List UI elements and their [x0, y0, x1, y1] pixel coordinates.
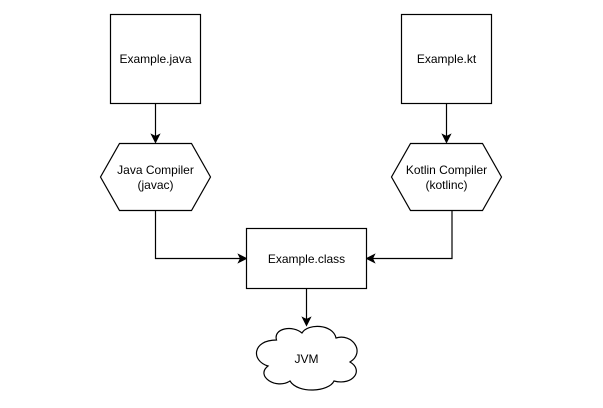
kotlin-compiler-label-line2: (kotlinc) [425, 178, 467, 192]
java-compiler-label-line1: Java Compiler [117, 163, 194, 177]
class-file-node: Example.class [245, 227, 368, 290]
class-file-label: Example.class [268, 252, 345, 266]
edge-kotlin-source-to-kotlin-compiler [441, 104, 452, 144]
edge-class-file-to-jvm [301, 289, 312, 327]
edge-java-compiler-to-class-file [154, 211, 248, 264]
java-source-node: Example.java [109, 13, 202, 105]
edge-kotlin-compiler-to-class-file [365, 211, 453, 264]
java-compiler-label-line2: (javac) [137, 178, 173, 192]
edge-java-source-to-java-compiler [150, 104, 161, 144]
kotlin-source-label: Example.kt [417, 52, 477, 66]
jvm-node: JVM [256, 325, 358, 391]
cloud-icon [256, 325, 358, 391]
kotlin-compiler-label-line1: Kotlin Compiler [406, 163, 487, 177]
jvm-label: JVM [295, 352, 319, 366]
kotlin-compiler-node: Kotlin Compiler (kotlinc) [390, 142, 503, 212]
java-source-label: Example.java [119, 52, 191, 66]
kotlin-source-node: Example.kt [400, 13, 493, 105]
java-compiler-node: Java Compiler (javac) [99, 142, 212, 212]
